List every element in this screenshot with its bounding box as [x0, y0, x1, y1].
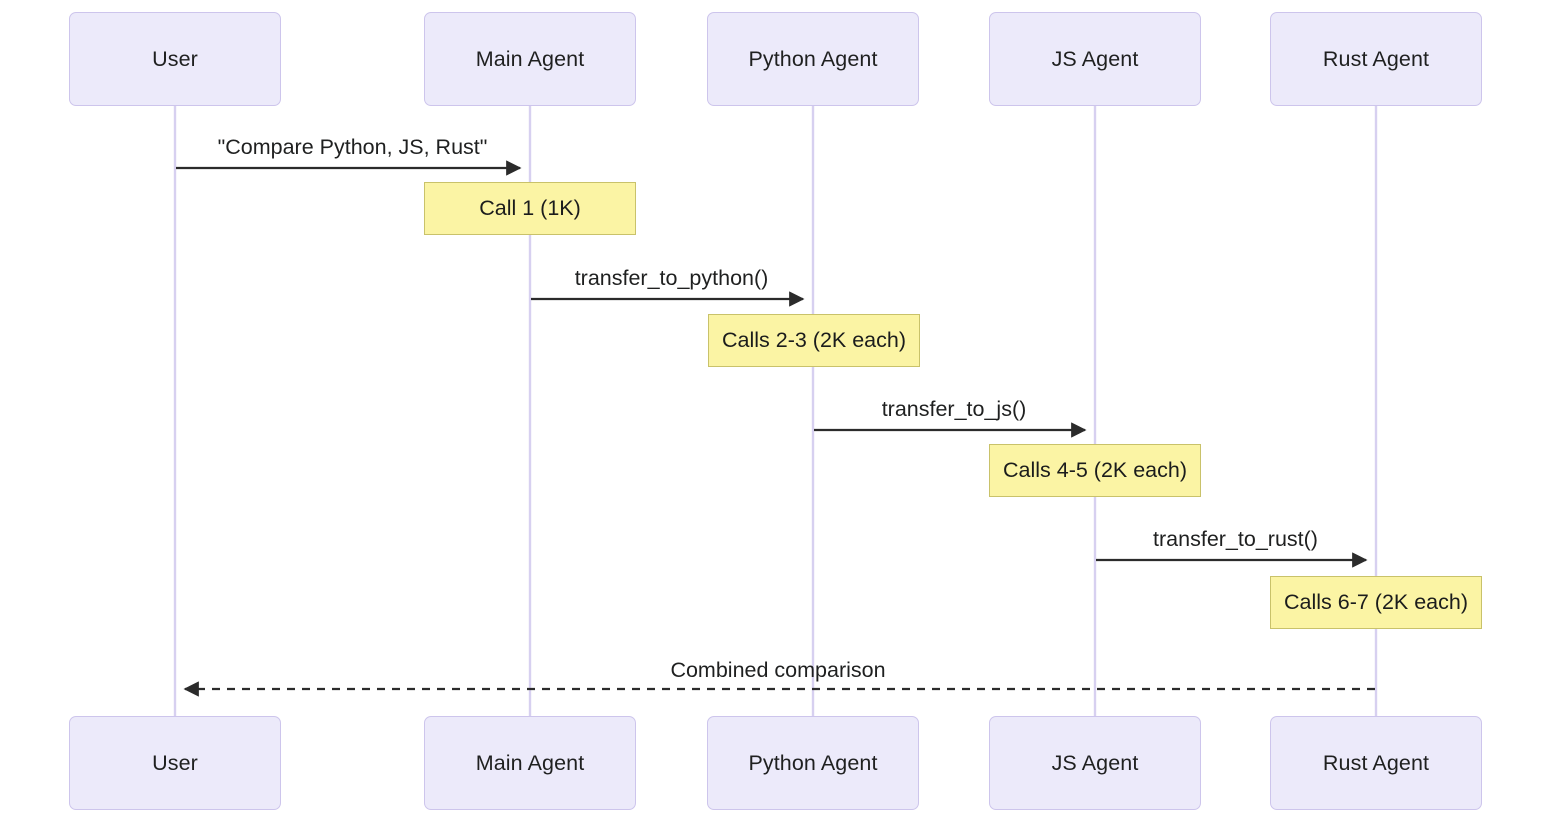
msg-transfer-js-label: transfer_to_js() — [881, 397, 1027, 421]
message-arrows-group — [176, 160, 1375, 697]
actor-label-rust: Rust Agent — [1322, 750, 1430, 775]
actor-label-js: JS Agent — [1051, 750, 1139, 775]
actor-box-python-top[interactable]: Python Agent — [707, 12, 919, 106]
note-call-1: Call 1 (1K) — [424, 182, 636, 235]
msg-compare-label: "Compare Python, JS, Rust" — [217, 135, 488, 159]
msg-combined-label: Combined comparison — [670, 658, 886, 682]
msg-transfer-rust-label: transfer_to_rust() — [1153, 527, 1318, 551]
actor-label-user: User — [152, 46, 198, 71]
note-calls-4-5: Calls 4-5 (2K each) — [989, 444, 1201, 497]
actor-box-rust-bottom[interactable]: Rust Agent — [1270, 716, 1482, 810]
actor-label-python: Python Agent — [748, 750, 878, 775]
actor-label-python: Python Agent — [748, 46, 878, 71]
note-calls-2-3: Calls 2-3 (2K each) — [708, 314, 920, 367]
actor-label-rust: Rust Agent — [1322, 46, 1430, 71]
actor-label-js: JS Agent — [1051, 46, 1139, 71]
note-calls-2-3-label: Calls 2-3 (2K each) — [721, 328, 907, 352]
actor-box-js-bottom[interactable]: JS Agent — [989, 716, 1201, 810]
actor-box-python-bottom[interactable]: Python Agent — [707, 716, 919, 810]
actor-box-user-top[interactable]: User — [69, 12, 281, 106]
note-calls-6-7-label: Calls 6-7 (2K each) — [1283, 590, 1469, 614]
lifelines-group — [173, 106, 1378, 716]
actor-box-main-bottom[interactable]: Main Agent — [424, 716, 636, 810]
note-call-1-label: Call 1 (1K) — [479, 196, 581, 220]
actor-label-main: Main Agent — [475, 46, 585, 71]
actor-label-main: Main Agent — [475, 750, 585, 775]
note-calls-6-7: Calls 6-7 (2K each) — [1270, 576, 1482, 629]
actor-box-main-top[interactable]: Main Agent — [424, 12, 636, 106]
actor-box-rust-top[interactable]: Rust Agent — [1270, 12, 1482, 106]
actor-label-user: User — [152, 750, 198, 775]
actor-box-js-top[interactable]: JS Agent — [989, 12, 1201, 106]
note-calls-4-5-label: Calls 4-5 (2K each) — [1002, 458, 1188, 482]
actor-box-user-bottom[interactable]: User — [69, 716, 281, 810]
msg-transfer-python-label: transfer_to_python() — [574, 266, 769, 290]
